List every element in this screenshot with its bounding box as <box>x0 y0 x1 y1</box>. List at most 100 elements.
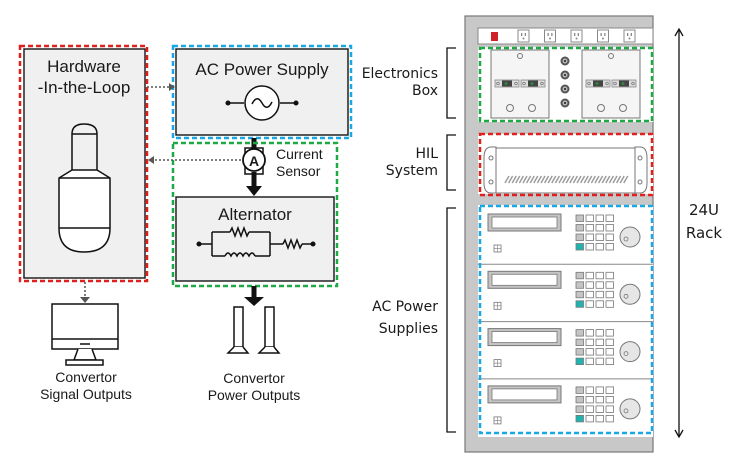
rack-size-label-bg <box>686 196 726 240</box>
connector-icon <box>493 301 502 310</box>
keypad-button <box>605 300 614 308</box>
power-strip <box>477 27 654 45</box>
current-sensor-label-line1: Current <box>276 146 323 162</box>
connector-icon <box>493 244 502 253</box>
outlet-icon <box>570 29 583 43</box>
section-brackets <box>446 47 456 433</box>
keypad-button <box>605 271 614 280</box>
ac-supply-title: AC Power Supply <box>195 60 329 79</box>
bnc-connector-icon <box>560 70 570 80</box>
display-panel <box>487 385 562 404</box>
keypad-button <box>575 338 584 347</box>
rack-height-arrow <box>674 27 684 439</box>
keypad-button <box>605 386 614 394</box>
keypad-button <box>595 357 604 366</box>
keypad-button <box>585 233 594 241</box>
keypad-button <box>595 348 604 356</box>
dsub-connector-icon <box>494 79 520 88</box>
signal-outputs-line2: Signal Outputs <box>40 386 132 402</box>
rack-size-line2: Rack <box>686 224 723 242</box>
hil-title-line1: Hardware <box>47 57 121 76</box>
power-terminals-icon <box>226 306 281 354</box>
keypad-button <box>595 214 604 222</box>
ammeter-icon <box>242 148 266 172</box>
keypad-button <box>585 290 594 299</box>
display-panel <box>487 328 562 347</box>
hil-system-chassis <box>478 132 654 197</box>
keypad-button <box>585 300 594 308</box>
current-sensor-label-line2: Sensor <box>276 163 321 179</box>
hil-device-icon <box>58 123 111 253</box>
keypad-button <box>585 214 594 222</box>
keypad-button <box>605 281 614 289</box>
keypad-button <box>595 329 604 337</box>
hil-title-line2: -In-the-Loop <box>38 78 131 97</box>
signal-dotted-connections <box>80 83 243 303</box>
keypad-button <box>575 405 584 413</box>
keypad <box>575 329 614 366</box>
connector-icon <box>493 416 502 425</box>
hil-system-outline <box>478 132 654 197</box>
keypad <box>575 386 614 423</box>
dsub-connector-icon <box>611 79 637 88</box>
ac-supply-unit <box>487 213 641 253</box>
keypad-button <box>605 405 614 413</box>
keypad-button <box>605 243 614 251</box>
current-sensor: A Current Sensor <box>242 146 323 179</box>
keypad-button <box>595 395 604 404</box>
keypad-button <box>595 338 604 347</box>
dsub-connector-icon <box>585 79 611 88</box>
hil-outline <box>18 44 149 283</box>
keypad-button <box>585 329 594 337</box>
keypad-button <box>595 224 604 232</box>
electronics-box <box>478 46 654 123</box>
keypad-button <box>575 395 584 404</box>
display-panel <box>487 270 562 289</box>
ammeter-symbol: A <box>249 153 259 169</box>
keypad-button <box>605 348 614 356</box>
keypad-button <box>605 290 614 299</box>
signal-outputs-line1: Convertor <box>55 369 117 385</box>
keypad-button <box>575 243 584 251</box>
knob-icon <box>619 226 641 248</box>
keypad-button <box>605 414 614 423</box>
outlet-icon <box>517 29 530 43</box>
keypad-button <box>575 414 584 423</box>
keypad-button <box>575 281 584 289</box>
ac-power-supply-block: AC Power Supply <box>171 44 353 140</box>
hil-system-label-line1: HIL <box>416 146 439 162</box>
keypad-button <box>575 329 584 337</box>
ac-supplies-label-line1: AC Power <box>372 299 438 315</box>
electronics-box-label-line2: Box <box>412 83 438 99</box>
keypad-button <box>595 386 604 394</box>
keypad-button <box>595 233 604 241</box>
ac-supplies-label-line2: Supplies <box>379 321 438 337</box>
keypad-button <box>595 414 604 423</box>
alternator-circuit-icon <box>196 225 316 258</box>
bnc-connector-icon <box>560 98 570 108</box>
display-panel <box>487 213 562 232</box>
keypad-button <box>585 224 594 232</box>
keypad-button <box>605 338 614 347</box>
keypad-button <box>575 300 584 308</box>
keypad-button <box>575 290 584 299</box>
ac-supply-unit <box>478 321 653 368</box>
ac-supply-outline <box>171 44 353 140</box>
keypad-button <box>595 405 604 413</box>
keypad-button <box>595 300 604 308</box>
arrow-down-icon <box>244 297 264 306</box>
knob-icon <box>619 341 641 363</box>
power-outputs-line2: Power Outputs <box>208 387 301 403</box>
alternator-title: Alternator <box>218 205 292 224</box>
keypad-button <box>585 243 594 251</box>
keypad-button <box>585 357 594 366</box>
vent-slots <box>504 175 629 184</box>
keypad-button <box>575 224 584 232</box>
keypad-button <box>585 271 594 280</box>
ac-supply-unit <box>478 263 653 310</box>
power-outputs-line1: Convertor <box>223 370 285 386</box>
keypad-button <box>575 214 584 222</box>
power-switch-icon <box>491 32 498 41</box>
keypad-button <box>575 357 584 366</box>
ac-source-icon <box>225 85 299 121</box>
